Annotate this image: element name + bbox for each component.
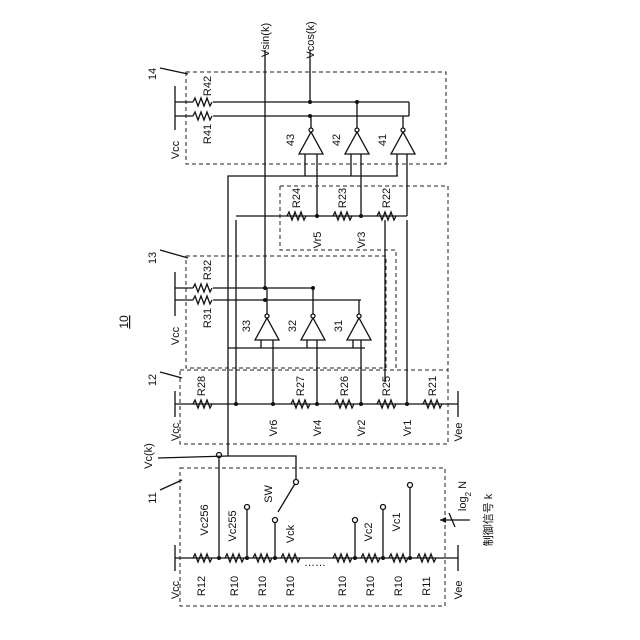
vc256-label: Vc256 [199,504,211,535]
r26-label: R26 [339,376,351,396]
vr3-label: Vr3 [356,232,368,249]
resistor-r10-c [281,554,300,562]
amplifier-33 [255,318,279,340]
block-11-outline [180,468,445,606]
control-bits-label: log2 N [457,481,473,511]
r24-label: R24 [291,188,303,208]
resistor-r24 [287,212,306,220]
r41-label: R41 [202,124,214,144]
resistor-r10-a [225,554,244,562]
vr6-label: Vr6 [268,420,280,437]
resistor-r27 [291,400,310,408]
resistor-r32 [193,284,212,292]
vc255-label: Vc255 [227,510,239,541]
resistor-r22 [377,212,396,220]
resistor-r21 [423,400,442,408]
amp-31-label: 31 [333,320,345,332]
amplifier-31 [347,318,371,340]
r10-label-f: R10 [393,576,405,596]
r21-label: R21 [427,376,439,396]
amplifier-43 [299,132,323,154]
vck-label: Vck [285,524,297,543]
resistor-r10-e [361,554,380,562]
r11-label: R11 [421,576,433,595]
amplifier-41 [391,132,415,154]
vcc-label-11: Vcc [170,580,182,599]
sw-label: SW [263,485,275,503]
vcc-label-12: Vcc [170,422,182,441]
figure-title: 10 [117,315,131,329]
r10-label-e: R10 [365,576,377,596]
resistor-r12 [193,554,212,562]
resistor-r10-b [253,554,272,562]
resistor-r11 [417,554,436,562]
r22-label: R22 [381,188,393,208]
block-label-12: 12 [147,374,159,386]
resistor-r42 [193,98,212,106]
amp-42-label: 42 [331,134,343,146]
r10-label-b: R10 [257,576,269,596]
amplifier-32 [301,318,325,340]
vr4-label: Vr4 [312,420,324,437]
vr5-label: Vr5 [312,232,324,249]
r10-label-a: R10 [229,576,241,596]
resistor-r26 [335,400,354,408]
r23-label: R23 [337,188,349,208]
amp-43-label: 43 [285,134,297,146]
vc2-label: Vc2 [363,523,375,542]
resistor-r23 [333,212,352,220]
r27-label: R27 [295,376,307,396]
vcc-label-13: Vcc [170,326,182,345]
r32-label: R32 [202,260,214,280]
r25-label: R25 [381,376,393,396]
vcc-label-14: Vcc [170,140,182,159]
resistor-r31 [193,296,212,304]
resistor-r41 [193,112,212,120]
vee-label-11: Vee [453,581,465,600]
r31-label: R31 [202,308,214,328]
resistor-r28 [193,400,212,408]
amp-32-label: 32 [287,320,299,332]
block-11 [175,453,470,572]
ellipsis: …… [304,557,326,569]
block-label-13: 13 [147,252,159,264]
vcos-label: Vcos(k) [305,21,317,58]
block-label-14: 14 [147,68,159,80]
vr2-label: Vr2 [356,420,368,437]
r12-label: R12 [196,576,208,596]
resistor-r25 [377,400,396,408]
amp-33-label: 33 [241,320,253,332]
amp-41-label: 41 [377,134,389,146]
vee-label-12: Vee [453,423,465,442]
switch-sw [278,482,296,512]
vsin-label: Vsin(k) [260,23,272,57]
block-13-outline [186,256,386,368]
resistor-r10-f [389,554,408,562]
control-signal-label: 制御信号 k [481,493,495,546]
block-21-outline [280,186,448,444]
vr1-label: Vr1 [402,420,414,437]
vc-label: Vc(k) [143,443,155,469]
vc1-label: Vc1 [391,513,403,532]
amplifier-42 [345,132,369,154]
r28-label: R28 [196,376,208,396]
r10-label-c: R10 [285,576,297,596]
r42-label: R42 [202,76,214,96]
resistor-r10-d [333,554,352,562]
r10-label-d: R10 [337,576,349,596]
block-label-11: 11 [147,492,159,503]
